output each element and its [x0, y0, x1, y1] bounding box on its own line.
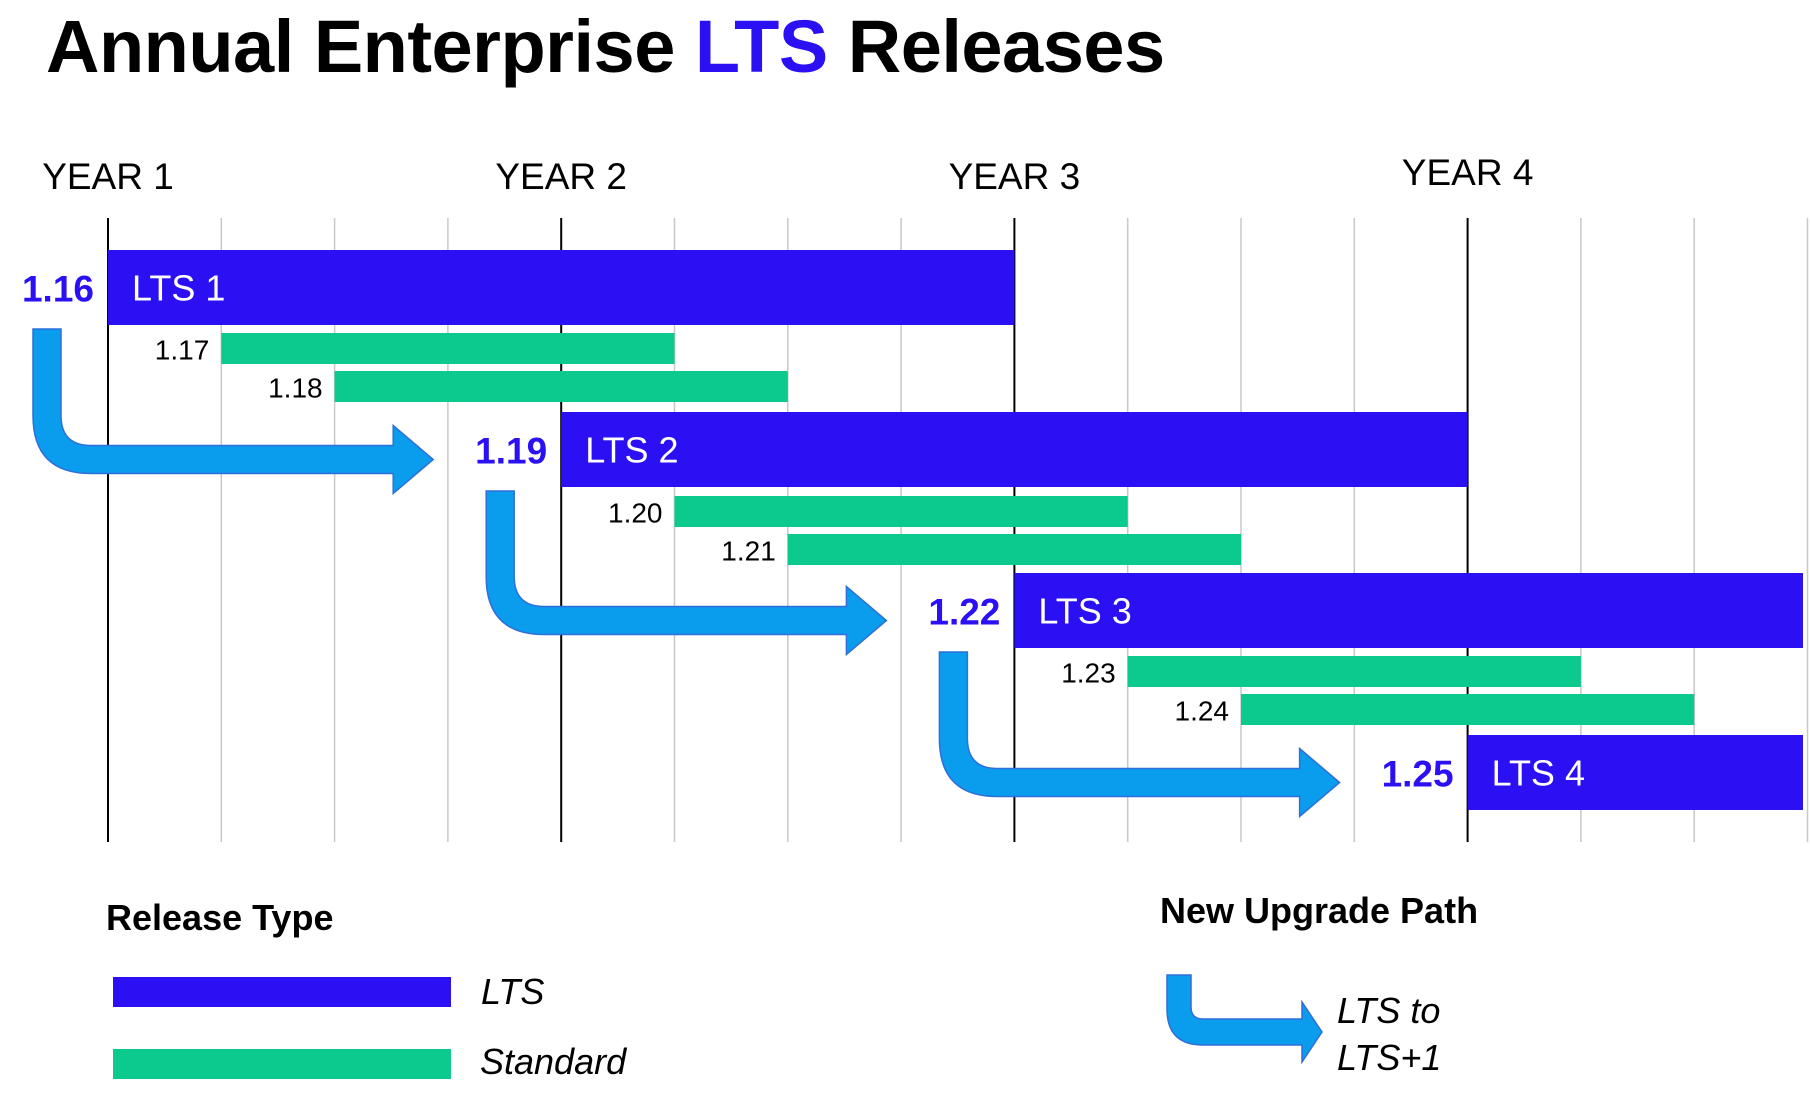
chart-title: Annual Enterprise LTS Releases [46, 4, 1165, 89]
lts-bar-label: LTS 3 [1038, 591, 1131, 632]
year-label: YEAR 1 [42, 156, 174, 197]
lts-bar-label: LTS 4 [1492, 753, 1585, 794]
bent-arrow-icon [1166, 974, 1323, 1065]
standard-version-label: 1.17 [155, 335, 210, 366]
standard-version-label: 1.21 [721, 536, 776, 567]
legend-upgrade-line1: LTS to [1337, 990, 1440, 1031]
standard-version-label: 1.24 [1175, 696, 1230, 727]
legend-release-type: Release Type LTS Standard [106, 897, 627, 1082]
release-bars [108, 250, 1803, 810]
year-label: YEAR 2 [495, 156, 627, 197]
upgrade-arrows [32, 328, 1341, 819]
upgrade-path-arrow [938, 651, 1341, 819]
standard-bar [1127, 656, 1581, 687]
upgrade-path-arrow [32, 328, 435, 496]
title-prefix: Annual Enterprise [46, 5, 695, 88]
title-accent: LTS [694, 5, 828, 88]
lts-bar [561, 412, 1468, 487]
standard-bar [221, 333, 675, 364]
legend-standard-swatch [113, 1049, 451, 1079]
legend-standard-label: Standard [480, 1041, 627, 1082]
legend-upgrade-path-heading: New Upgrade Path [1160, 890, 1478, 931]
lts-version-label: 1.19 [475, 431, 547, 472]
legend-upgrade-path: New Upgrade Path LTS to LTS+1 [1160, 890, 1478, 1078]
standard-version-label: 1.20 [608, 498, 663, 529]
legend-upgrade-line2: LTS+1 [1337, 1037, 1441, 1078]
standard-bar [674, 496, 1128, 527]
legend-lts-swatch [113, 977, 451, 1007]
standard-version-label: 1.23 [1061, 658, 1116, 689]
standard-bar [787, 534, 1241, 565]
lts-bar [1014, 573, 1803, 648]
lts-version-label: 1.16 [22, 269, 94, 310]
standard-bar [1241, 694, 1695, 725]
year-label: YEAR 3 [949, 156, 1081, 197]
lts-bar-label: LTS 2 [585, 430, 678, 471]
upgrade-path-arrow [485, 490, 888, 657]
lts-version-label: 1.25 [1382, 754, 1454, 795]
lts-bar [1467, 735, 1803, 810]
standard-bar [334, 371, 788, 402]
year-label: YEAR 4 [1402, 152, 1534, 193]
lts-version-label: 1.22 [928, 592, 1000, 633]
title-suffix: Releases [827, 5, 1165, 88]
lts-bar [108, 250, 1015, 325]
legend-lts-label: LTS [481, 971, 544, 1012]
standard-version-label: 1.18 [268, 373, 323, 404]
lts-bar-label: LTS 1 [132, 268, 225, 309]
legend-release-type-heading: Release Type [106, 897, 333, 938]
